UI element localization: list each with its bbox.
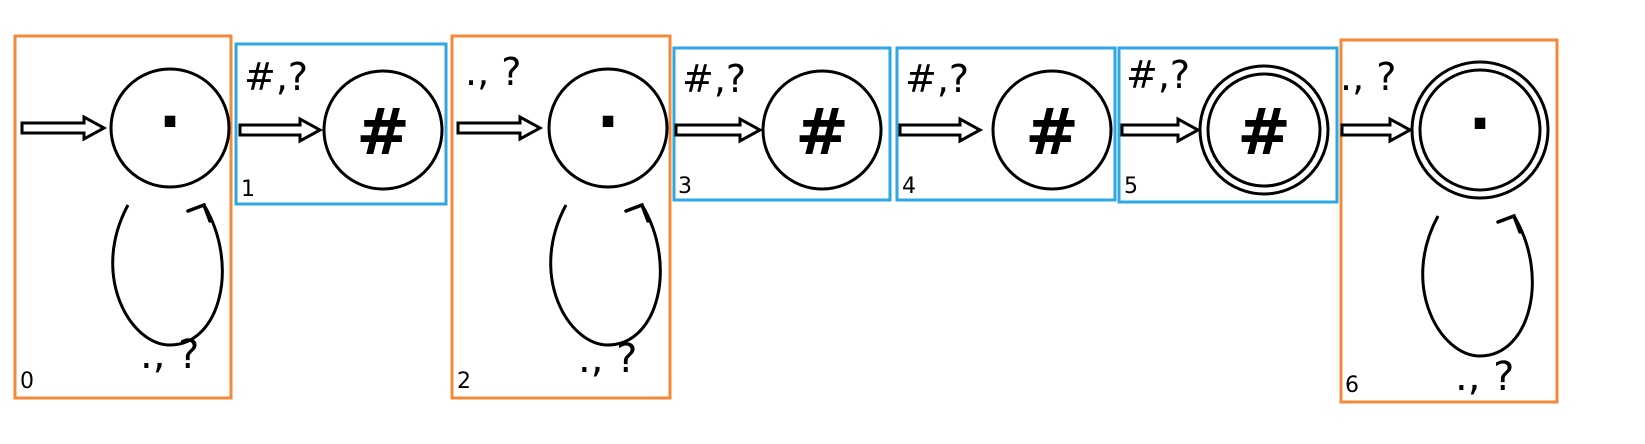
segment-number-2: 2 bbox=[457, 369, 471, 394]
state-symbol-0: · bbox=[159, 87, 182, 157]
segment-3: 3 #,? # bbox=[672, 46, 892, 202]
state-inner-circle-5 bbox=[1206, 72, 1322, 188]
self-loop-2 bbox=[549, 204, 662, 347]
incoming-arrow-3 bbox=[674, 116, 764, 144]
state-circle-0 bbox=[109, 67, 231, 189]
segment-number-3: 3 bbox=[678, 174, 692, 199]
state-symbol-1: # bbox=[356, 96, 410, 170]
self-loop-0 bbox=[111, 204, 224, 347]
state-symbol-5: # bbox=[1237, 96, 1291, 170]
state-circle-2 bbox=[547, 67, 669, 189]
segment-number-5: 5 bbox=[1124, 174, 1138, 199]
segment-number-0: 0 bbox=[20, 369, 34, 394]
incoming-arrow-5 bbox=[1120, 116, 1202, 144]
segment-1: 1 #,? # bbox=[234, 42, 448, 206]
segment-2: 2 ., ? · ., ? bbox=[450, 34, 672, 400]
loop-label-0: ., ? bbox=[140, 332, 199, 378]
self-loop-6-head bbox=[1496, 213, 1522, 234]
self-loop-2-head bbox=[624, 202, 650, 223]
segment-box-5 bbox=[1117, 46, 1339, 204]
state-circle-3 bbox=[761, 69, 883, 191]
segment-5: 5 #,? # bbox=[1117, 46, 1339, 204]
loop-label-6: ., ? bbox=[1455, 354, 1514, 400]
incoming-arrow-6 bbox=[1340, 116, 1414, 144]
transition-label-5: #,? bbox=[1126, 53, 1190, 97]
state-circle-1 bbox=[322, 69, 444, 191]
self-loop-0-head bbox=[186, 202, 212, 223]
segment-box-1 bbox=[234, 42, 448, 206]
loop-label-2: ., ? bbox=[578, 336, 637, 382]
segment-box-3 bbox=[672, 46, 892, 202]
transition-label-4: #,? bbox=[905, 57, 969, 101]
segment-0: 0 · ., ? bbox=[13, 34, 233, 400]
segment-box-2 bbox=[450, 34, 672, 400]
self-loop-6 bbox=[1421, 215, 1534, 358]
segment-number-4: 4 bbox=[902, 174, 916, 199]
transition-label-3: #,? bbox=[682, 57, 746, 101]
segment-number-6: 6 bbox=[1345, 373, 1359, 398]
state-symbol-3: # bbox=[795, 96, 849, 170]
segment-box-4 bbox=[895, 46, 1117, 202]
incoming-arrow-0 bbox=[20, 114, 108, 142]
transition-label-6: ., ? bbox=[1340, 55, 1396, 99]
state-symbol-2: · bbox=[597, 87, 620, 157]
incoming-arrow-2 bbox=[456, 114, 544, 142]
segment-box-0 bbox=[13, 34, 233, 400]
incoming-arrow-1 bbox=[238, 116, 324, 144]
transition-label-2: ., ? bbox=[465, 50, 521, 94]
state-inner-circle-6 bbox=[1418, 68, 1542, 192]
segment-6: 6 ., ? · ., ? bbox=[1339, 38, 1559, 404]
segment-4: 4 #,? # bbox=[895, 46, 1117, 202]
state-circle-4 bbox=[991, 69, 1113, 191]
segment-number-1: 1 bbox=[241, 177, 255, 202]
state-symbol-4: # bbox=[1025, 96, 1079, 170]
transition-label-1: #,? bbox=[244, 55, 308, 99]
segment-box-6 bbox=[1339, 38, 1559, 404]
state-symbol-6: · bbox=[1469, 89, 1492, 159]
incoming-arrow-4 bbox=[898, 116, 984, 144]
